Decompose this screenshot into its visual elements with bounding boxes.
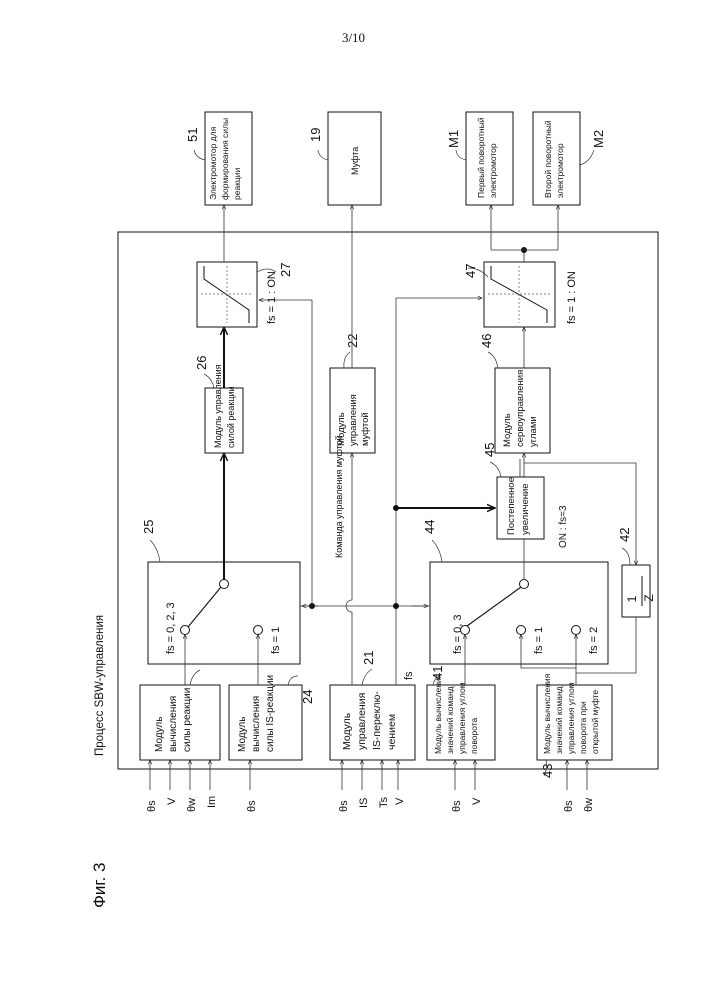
reaction-force-control-block (205, 388, 243, 453)
block-43-line-1: Модуль вычисления (542, 673, 552, 754)
switch-25-input-b (254, 626, 263, 635)
block-22-ref: 22 (345, 334, 360, 348)
block-41-line-2: значений команд (445, 686, 455, 754)
inputs-group-24: θs (246, 760, 258, 812)
block-41-line-4: поворота (469, 717, 479, 754)
input-theta-s: θs (338, 800, 350, 812)
block-43-line-2: значений команд (554, 686, 564, 754)
input-theta-s: θs (563, 800, 575, 812)
block-43-line-5: открытой муфте (590, 690, 600, 754)
transition-27-label: fs = 1 : ON (266, 271, 278, 324)
transition-27-ref: 27 (278, 263, 293, 277)
input-theta-s: θs (146, 800, 158, 812)
block-21-line-2: управления (356, 693, 368, 750)
switch-44-pos-a: fs = 0, 3 (452, 615, 464, 654)
block-45-line-2: увеличение (520, 483, 531, 535)
delay-42-num: 1 (625, 595, 639, 602)
block-m2-line-1: Второй поворотный (543, 120, 553, 198)
block-19-line-1: Муфта (350, 147, 360, 175)
input-v: V (471, 797, 483, 805)
switch-44-input-b (517, 626, 526, 635)
block-22-line-2: управления (348, 394, 359, 446)
block-m1-ref: M1 (446, 130, 461, 148)
block-41-line-3: управления углом (457, 682, 467, 754)
block-46-line-1: Модуль (502, 413, 513, 447)
delay-42-ref: 42 (617, 528, 632, 542)
inputs-group-41: θs V (451, 760, 483, 812)
block-21-line-1: Модуль (341, 712, 353, 750)
input-theta-s: θs (451, 800, 463, 812)
clutch-command-label: Команда управления муфтой (334, 435, 344, 558)
block-21-line-3: IS-переклю- (371, 691, 383, 750)
block-m2-line-2: электромотор (555, 143, 565, 198)
switch-44-input-c (572, 626, 581, 635)
transition-47-ref: 47 (463, 264, 478, 278)
fs-signal-label: fs (403, 671, 415, 680)
block-26-line-1: Модуль управления (213, 364, 223, 448)
block-m1-line-2: электромотор (488, 143, 498, 198)
block-51-line-3: реакции (232, 167, 242, 200)
reaction-force-calc-block (140, 685, 220, 760)
block-21-line-4: чением (386, 714, 398, 750)
block-24-ref: 24 (300, 690, 315, 704)
input-v: V (166, 797, 178, 805)
block-45-line-1: Постепенное (506, 477, 517, 535)
delay-42-den: Z (642, 594, 656, 601)
block-51-ref: 51 (185, 128, 200, 142)
block-43-line-4: поворота при (578, 701, 588, 754)
block-43-ref: 43 (540, 764, 555, 778)
input-is: IS (358, 798, 370, 808)
block-m2-ref: M2 (591, 130, 606, 148)
block-22-line-3: муфтой (360, 412, 371, 446)
block-24-line-2: вычисления (251, 696, 262, 752)
switch-25-pos-b: fs = 1 (270, 627, 282, 654)
block-19-ref: 19 (308, 128, 323, 142)
block-26-ref: 26 (194, 356, 209, 370)
block-41-ref: 41 (430, 666, 445, 680)
switch-44-pos-c: fs = 2 (588, 627, 600, 654)
input-theta-s: θs (246, 800, 258, 812)
input-theta-w: θw (583, 798, 595, 812)
block-51-line-1: Электромотор для (208, 126, 218, 200)
inputs-group-43: θs θw (563, 760, 595, 812)
process-title: Процесс SBW-управления (94, 615, 106, 756)
unit-delay-block (622, 565, 650, 617)
block-23-line-2: вычисления (168, 696, 179, 752)
input-im: Im (206, 796, 218, 808)
block-46-ref: 46 (479, 334, 494, 348)
block-23-line-1: Модуль (154, 717, 165, 752)
input-v: V (394, 797, 406, 805)
block-24-line-3: силы IS-реакции (265, 675, 276, 752)
block-43-line-3: управления углом (566, 682, 576, 754)
gradual-condition-label: ON : fs=3 (558, 505, 569, 548)
transition-47-label: fs = 1 : ON (566, 271, 578, 324)
block-41-line-1: Модуль вычисления (433, 673, 443, 754)
inputs-group-21: θs IS Ts V (338, 760, 406, 812)
switch-44-ref: 44 (422, 520, 437, 534)
fs-junction-2 (393, 603, 399, 609)
block-46-line-3: углами (528, 416, 539, 447)
block-24-line-1: Модуль (237, 717, 248, 752)
switch-25-ref: 25 (141, 520, 156, 534)
inputs-group-23: θs V θw Im (146, 760, 218, 812)
block-46-line-2: сервоуправления (515, 370, 526, 447)
block-26-line-2: силой реакции (226, 386, 236, 448)
input-theta-w: θw (186, 798, 198, 812)
block-23-line-3: силы реакции (182, 688, 193, 752)
block-51-line-2: формирования силы (220, 118, 230, 200)
input-ts: Ts (378, 797, 390, 809)
block-21-ref: 21 (361, 651, 376, 665)
block-m1-line-1: Первый поворотный (476, 117, 486, 198)
switch-25-pos-a: fs = 0, 2, 3 (165, 602, 177, 654)
figure-label: Фиг. 3 (90, 863, 109, 908)
switch-44-pos-b: fs = 1 (533, 627, 545, 654)
